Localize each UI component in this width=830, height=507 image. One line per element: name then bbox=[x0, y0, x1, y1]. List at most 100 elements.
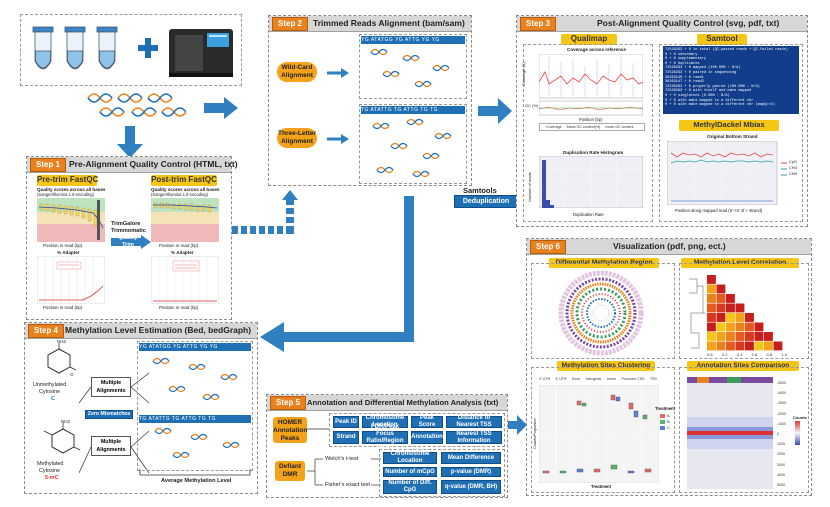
cluster-columns: 3' UTR 5' UTR Exon Intergenic Intron Pro… bbox=[539, 377, 657, 385]
corr-tick-2: 0.4 bbox=[736, 352, 743, 357]
box-chromosome-location-2: Chromosome Location bbox=[383, 451, 437, 464]
terminal-line: 72526293 + 0 mapped (100.00% : N/A) bbox=[665, 66, 741, 71]
box-number-diff-cpg: Number of Diff. CpG bbox=[383, 480, 437, 494]
step3-panel: Step 3 Post-Alignment Quality Control (s… bbox=[516, 15, 808, 227]
box-nearest-tss: Nearest TSS Information bbox=[446, 431, 502, 444]
samtool-box bbox=[659, 44, 803, 222]
coverage-ylabel: Coverage (X) bbox=[521, 62, 526, 86]
correlation-cell bbox=[716, 284, 726, 294]
defiant-line1: Defiant bbox=[278, 463, 302, 470]
coverage-title: Coverage across reference bbox=[567, 47, 626, 52]
homer-line1: HOMER bbox=[277, 419, 303, 426]
arrow-down-to-step1 bbox=[117, 126, 143, 158]
correlation-cell bbox=[707, 332, 716, 341]
heat-tick-2: -3000 bbox=[777, 401, 787, 406]
post-adapter-xlabel: Position in read (bp) bbox=[159, 305, 199, 310]
three-letter-label-1: Three-Letter bbox=[278, 130, 316, 137]
box-number-mcpg: Number of mCpG bbox=[383, 467, 437, 477]
step5-title: Annotation and Differential Methylation … bbox=[307, 398, 499, 407]
terminal-line: 0 + 0 secondary bbox=[665, 52, 698, 57]
wildcard-reads-box bbox=[359, 34, 467, 99]
cluster-boxplots bbox=[539, 385, 659, 483]
dmr-box bbox=[531, 263, 675, 359]
coverage-legend: Coverage Mean GC content(%) mean GC cont… bbox=[539, 123, 645, 131]
step5-header: Step 5 Annotation and Differential Methy… bbox=[267, 395, 507, 411]
correlation-cell bbox=[707, 313, 716, 322]
corr-tick-5: 1.0 bbox=[781, 352, 787, 357]
pre-adapter-title: % Adapter bbox=[57, 250, 80, 255]
heat-tick-5: 0 bbox=[777, 431, 779, 436]
cluster-col-2: Exon bbox=[572, 377, 581, 381]
correlation-cell bbox=[726, 332, 735, 341]
pre-adapter-plot bbox=[37, 256, 105, 304]
pre-quality-title: Quality scores across all bases bbox=[37, 187, 106, 192]
cluster-col-4: Intron bbox=[606, 377, 617, 381]
arrow-step5-to-step6 bbox=[505, 415, 527, 435]
step4-header: Step 4 Methylation Level Estimation (Bed… bbox=[25, 323, 257, 339]
multi-alignments-box-1: Multiple Alignments bbox=[91, 377, 131, 397]
duplication-title: Duplication Rate Histogram bbox=[563, 150, 624, 155]
step2-header: Step 2 Trimmed Reads Alignment (bam/sam) bbox=[269, 16, 471, 32]
cluster-col-5: Promoter-TSS bbox=[621, 377, 645, 381]
correlation-cell bbox=[773, 341, 783, 351]
wildcard-reference-read: YG ATATGG YG ATTG YG YG bbox=[361, 36, 465, 44]
correlation-cell bbox=[754, 341, 764, 351]
homer-line3: Peaks bbox=[280, 435, 300, 442]
mbias-leg-chg: CHG bbox=[789, 166, 798, 170]
aligned-reads-graphic bbox=[370, 48, 452, 178]
heat-tick-8: 3000 bbox=[777, 462, 785, 467]
step6-title: Visualization (pdf, png, ect.) bbox=[613, 241, 726, 251]
three-letter-alignment-tag: Three-Letter Alignment bbox=[277, 128, 317, 148]
correlation-cell bbox=[745, 313, 754, 322]
correlation-cell bbox=[735, 313, 745, 322]
correlation-cell bbox=[707, 284, 716, 294]
box-chromosome-location: Chromosome Location bbox=[362, 415, 408, 428]
box-qvalue: q-value (DMR, BH) bbox=[441, 480, 501, 494]
step4-reference-read-bottom: TG ATATTG TG ATTG TG TG bbox=[139, 415, 251, 423]
pre-quality-plot bbox=[37, 198, 105, 242]
correlation-cell bbox=[735, 341, 745, 351]
step1-header: Step 1 Pre-Alignment Quality Control (HT… bbox=[27, 157, 238, 173]
step3-title: Post-Alignment Quality Control (svg, pdf… bbox=[597, 18, 780, 28]
legend-coverage: Coverage bbox=[546, 125, 562, 129]
qualimap-box bbox=[523, 44, 653, 222]
quality-trim-box: Quality Trim bbox=[118, 234, 138, 248]
correlation-cell bbox=[716, 341, 726, 351]
box-strand: Strand bbox=[333, 431, 359, 444]
pre-quality-sub: (Sanger/Illumina 1.9 encoding) bbox=[37, 192, 95, 197]
correlation-cell bbox=[716, 322, 726, 332]
post-quality-sub: (Sanger/Illumina 1.9 encoding) bbox=[151, 192, 209, 197]
samtool-terminal: 72526293 + 0 in total (QC-passed reads +… bbox=[663, 46, 799, 114]
mbias-xlabel: Position along mapped read (5'->3' of + … bbox=[675, 208, 763, 213]
post-trim-label: Post-trim FastQC bbox=[151, 175, 217, 186]
duplication-xlabel: Duplication Rate bbox=[573, 212, 604, 217]
step2-panel: Step 2 Trimmed Reads Alignment (bam/sam)… bbox=[268, 15, 472, 186]
step6-header: Step 6 Visualization (pdf, png, ect.) bbox=[527, 239, 811, 255]
arrow-right-to-step2 bbox=[204, 97, 238, 119]
corr-tick-4: 0.8 bbox=[766, 352, 773, 357]
step1-title: Pre-Alignment Quality Control (HTML, txt… bbox=[69, 159, 238, 169]
heatmap-yticks: -5000 -4000 -3000 -2000 -1000 0 1000 200… bbox=[777, 381, 795, 487]
defiant-tag: Defiant DMR bbox=[275, 461, 305, 481]
step2-title: Trimmed Reads Alignment (bam/sam) bbox=[313, 18, 465, 28]
heat-tick-10: 5000 bbox=[777, 482, 785, 487]
post-quality-title: Quality scores across all bases bbox=[151, 187, 220, 192]
post-quality-plot bbox=[151, 198, 219, 242]
cluster-col-6: TSS bbox=[649, 377, 657, 381]
correlation-cell bbox=[707, 341, 716, 351]
welch-test-label: Welch's t-test bbox=[325, 456, 359, 462]
correlation-cell bbox=[726, 303, 735, 313]
unmethylated-label: Unmethylated bbox=[33, 382, 67, 388]
step6-panel: Step 6 Visualization (pdf, png, ect.) Di… bbox=[526, 238, 812, 496]
correlation-cell bbox=[716, 294, 726, 303]
step1-tag: Step 1 bbox=[30, 158, 67, 172]
correlation-cell bbox=[716, 313, 726, 322]
heat-tick-1: -4000 bbox=[777, 391, 787, 396]
box-fdr: FDR/Peak Focus Ratio/Region Size bbox=[362, 424, 408, 451]
step1-panel: Step 1 Pre-Alignment Quality Control (HT… bbox=[26, 156, 238, 320]
duplication-plot bbox=[539, 156, 643, 208]
legend-mean-gc: mean GC content bbox=[605, 125, 634, 129]
step4-connectors bbox=[79, 372, 150, 474]
cluster-xlabel: Treatment bbox=[591, 484, 612, 489]
homer-tag: HOMER Annotation Peaks bbox=[273, 417, 307, 443]
